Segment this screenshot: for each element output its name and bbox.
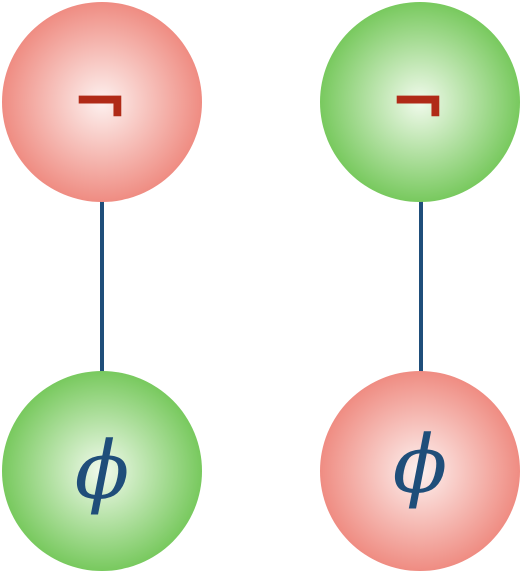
- left-pair: ¬ ϕ: [2, 2, 202, 571]
- right-top-node-circle: [320, 2, 520, 202]
- right-top-node: ¬: [320, 2, 520, 202]
- left-phi-symbol: ϕ: [75, 424, 130, 517]
- right-not-symbol: ¬: [390, 64, 447, 143]
- right-pair: ¬ ϕ: [320, 2, 520, 571]
- right-phi-symbol: ϕ: [393, 418, 448, 511]
- left-not-symbol: ¬: [72, 64, 129, 143]
- left-top-node: ¬: [2, 2, 202, 202]
- left-top-node-circle: [2, 2, 202, 202]
- left-bottom-node: ϕ: [2, 371, 202, 571]
- right-bottom-node: ϕ: [320, 371, 520, 571]
- left-bottom-node-circle: [2, 371, 202, 571]
- right-bottom-node-circle: [320, 371, 520, 571]
